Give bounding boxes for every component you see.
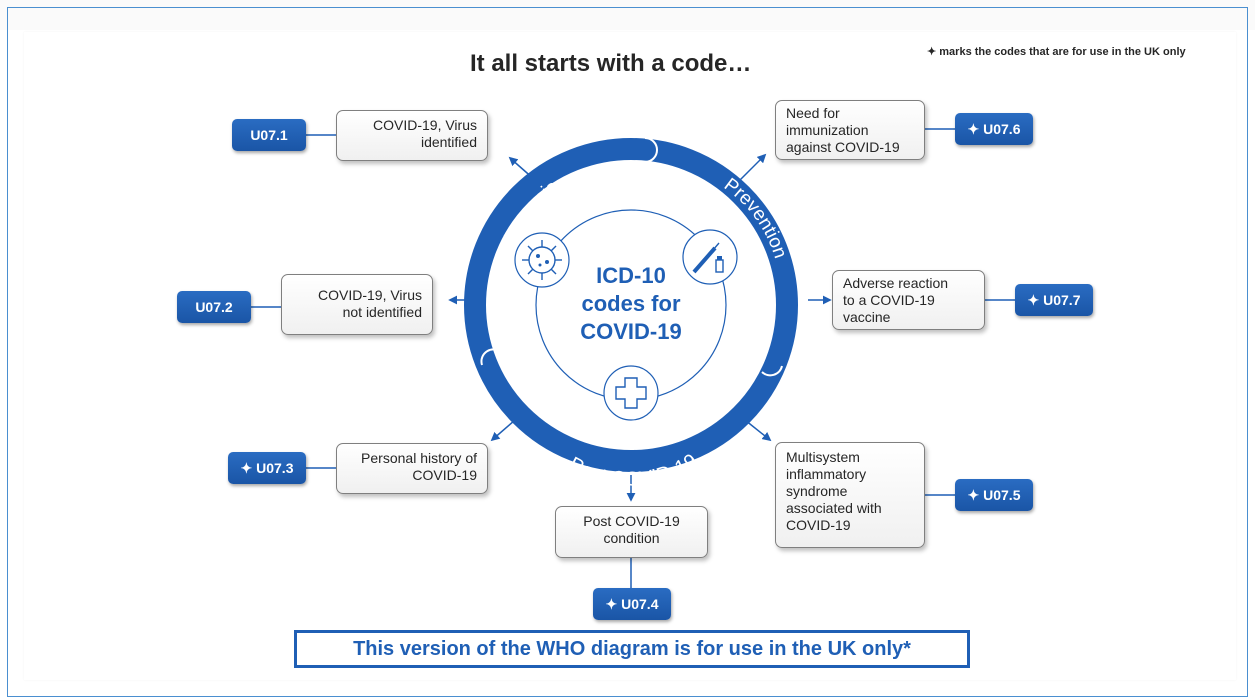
desc-u075-line-2: inflammatory [786, 466, 867, 482]
desc-u076-line-1: Need for [786, 105, 840, 121]
code-u076: ✦ U07.6 [955, 113, 1033, 145]
desc-u074-line-2: condition [603, 530, 660, 546]
virus-icon [514, 232, 570, 288]
desc-u072: COVID-19, Virus not identified [281, 274, 433, 335]
code-u073: ✦ U07.3 [228, 452, 306, 484]
desc-u071: COVID-19, Virus identified [336, 110, 488, 161]
desc-u075-line-5: COVID-19 [786, 517, 851, 533]
desc-u075-line-4: associated with [786, 500, 882, 516]
desc-u073-line-2: COVID-19 [412, 467, 477, 483]
top-strip [0, 0, 1255, 30]
desc-u072-line-1: COVID-19, Virus [318, 287, 422, 303]
uk-banner: This version of the WHO diagram is for u… [294, 630, 970, 668]
code-u075: ✦ U07.5 [955, 479, 1033, 511]
arrow-u075 [744, 419, 772, 442]
desc-u072-line-2: not identified [342, 304, 422, 320]
desc-u075: Multisystem inflammatory syndrome associ… [775, 442, 925, 548]
code-u077: ✦ U07.7 [1015, 284, 1093, 316]
desc-u075-line-1: Multisystem [786, 449, 860, 465]
desc-u071-line-2: identified [420, 134, 477, 150]
arrow-u076 [739, 153, 767, 181]
center-line-2: codes for [581, 291, 680, 316]
desc-u077: Adverse reaction to a COVID-19 vaccine [832, 270, 985, 330]
desc-u074: Post COVID-19 condition [555, 506, 708, 558]
code-u074: ✦ U07.4 [593, 588, 671, 620]
desc-u074-line-1: Post COVID-19 [583, 513, 680, 529]
ring-break-top [644, 137, 658, 163]
desc-u076-line-2: immunization [786, 122, 869, 138]
center-line-1: ICD-10 [596, 263, 666, 288]
desc-u071-line-1: COVID-19, Virus [373, 117, 477, 133]
desc-u077-line-2: to a COVID-19 [843, 292, 935, 308]
desc-u073-line-1: Personal history of [361, 450, 477, 466]
diagram-graphic: Diagnosis Prevention Post COVID-19 ICD-1… [251, 128, 1015, 588]
desc-u075-line-3: syndrome [786, 483, 848, 499]
code-u071: U07.1 [232, 119, 306, 151]
arrow-u073 [490, 419, 516, 442]
center-line-3: COVID-19 [580, 319, 681, 344]
syringe-icon [682, 229, 738, 285]
ring-break-right [761, 365, 783, 377]
desc-u077-line-3: vaccine [843, 309, 891, 325]
desc-u073: Personal history of COVID-19 [336, 443, 488, 494]
uk-note: ✦ marks the codes that are for use in th… [927, 46, 1186, 58]
desc-u076: Need for immunization against COVID-19 [775, 100, 925, 160]
page-title: It all starts with a code… [470, 50, 752, 77]
desc-u077-line-1: Adverse reaction [843, 275, 949, 291]
desc-u076-line-3: against COVID-19 [786, 139, 900, 155]
ring-break-left [480, 348, 503, 366]
medical-cross-icon [603, 365, 659, 421]
code-u072: U07.2 [177, 291, 251, 323]
